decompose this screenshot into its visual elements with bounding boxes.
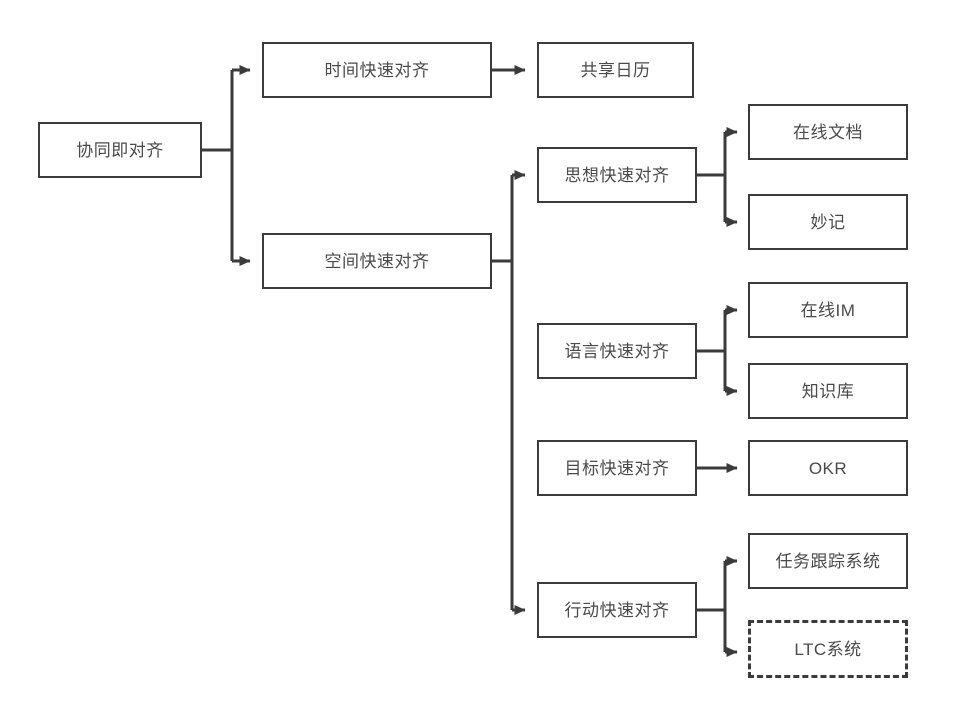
edge-thought-branch [697,127,738,227]
node-label: 任务跟踪系统 [775,551,881,571]
edge-language-branch [697,305,738,396]
edge-space-branch [492,170,526,615]
edge-action-branch [697,556,738,657]
node-label: 在线文档 [793,122,863,142]
node-label: 语言快速对齐 [564,341,670,361]
node-okr[interactable]: OKR [748,440,908,496]
node-label: 时间快速对齐 [324,60,430,80]
node-label: 思想快速对齐 [564,165,670,185]
node-label: 目标快速对齐 [564,458,670,478]
node-space-alignment[interactable]: 空间快速对齐 [262,233,492,289]
node-label: 妙记 [810,212,846,232]
edge-root-branch [202,65,251,266]
node-label: 在线IM [800,300,856,320]
node-shared-calendar[interactable]: 共享日历 [537,42,694,98]
node-task-tracking-system[interactable]: 任务跟踪系统 [748,533,908,589]
node-knowledge-base[interactable]: 知识库 [748,363,908,419]
node-ltc-system[interactable]: LTC系统 [748,620,908,678]
node-label: LTC系统 [794,639,862,659]
node-root[interactable]: 协同即对齐 [38,122,202,178]
node-thought-alignment[interactable]: 思想快速对齐 [537,147,697,203]
node-language-alignment[interactable]: 语言快速对齐 [537,323,697,379]
node-label: OKR [808,458,848,478]
node-label: 知识库 [801,381,855,401]
node-time-alignment[interactable]: 时间快速对齐 [262,42,492,98]
node-label: 共享日历 [580,60,651,80]
node-miaoji[interactable]: 妙记 [748,194,908,250]
node-label: 空间快速对齐 [324,251,430,271]
node-online-im[interactable]: 在线IM [748,282,908,338]
node-label: 行动快速对齐 [564,600,670,620]
node-action-alignment[interactable]: 行动快速对齐 [537,582,697,638]
node-online-document[interactable]: 在线文档 [748,104,908,160]
node-goal-alignment[interactable]: 目标快速对齐 [537,440,697,496]
node-label: 协同即对齐 [76,140,164,160]
